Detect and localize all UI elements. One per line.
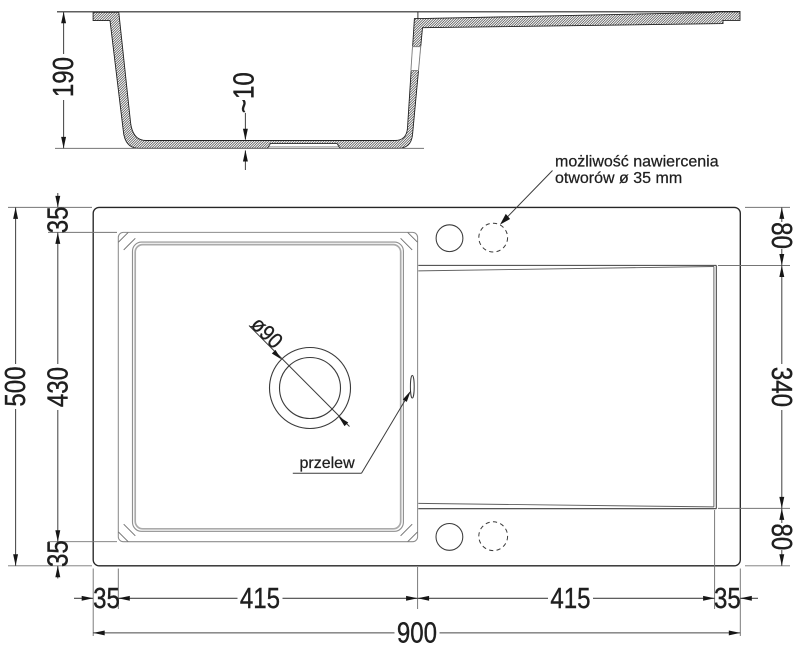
svg-text:500: 500 xyxy=(0,366,32,406)
svg-text:35: 35 xyxy=(714,582,741,615)
svg-text:80: 80 xyxy=(765,524,798,551)
svg-text:340: 340 xyxy=(765,367,798,407)
svg-text:80: 80 xyxy=(765,222,798,249)
svg-text:415: 415 xyxy=(240,582,280,615)
svg-text:415: 415 xyxy=(550,582,590,615)
svg-text:przelew: przelew xyxy=(300,455,356,472)
svg-text:190: 190 xyxy=(47,57,80,97)
svg-text:~10: ~10 xyxy=(227,72,260,113)
svg-text:35: 35 xyxy=(41,540,74,567)
svg-text:900: 900 xyxy=(397,617,437,650)
svg-text:430: 430 xyxy=(41,367,74,407)
svg-text:35: 35 xyxy=(93,582,120,615)
svg-text:otworów ø 35 mm: otworów ø 35 mm xyxy=(555,170,682,187)
svg-text:35: 35 xyxy=(41,207,74,234)
svg-text:możliwość nawiercenia: możliwość nawiercenia xyxy=(555,154,719,171)
